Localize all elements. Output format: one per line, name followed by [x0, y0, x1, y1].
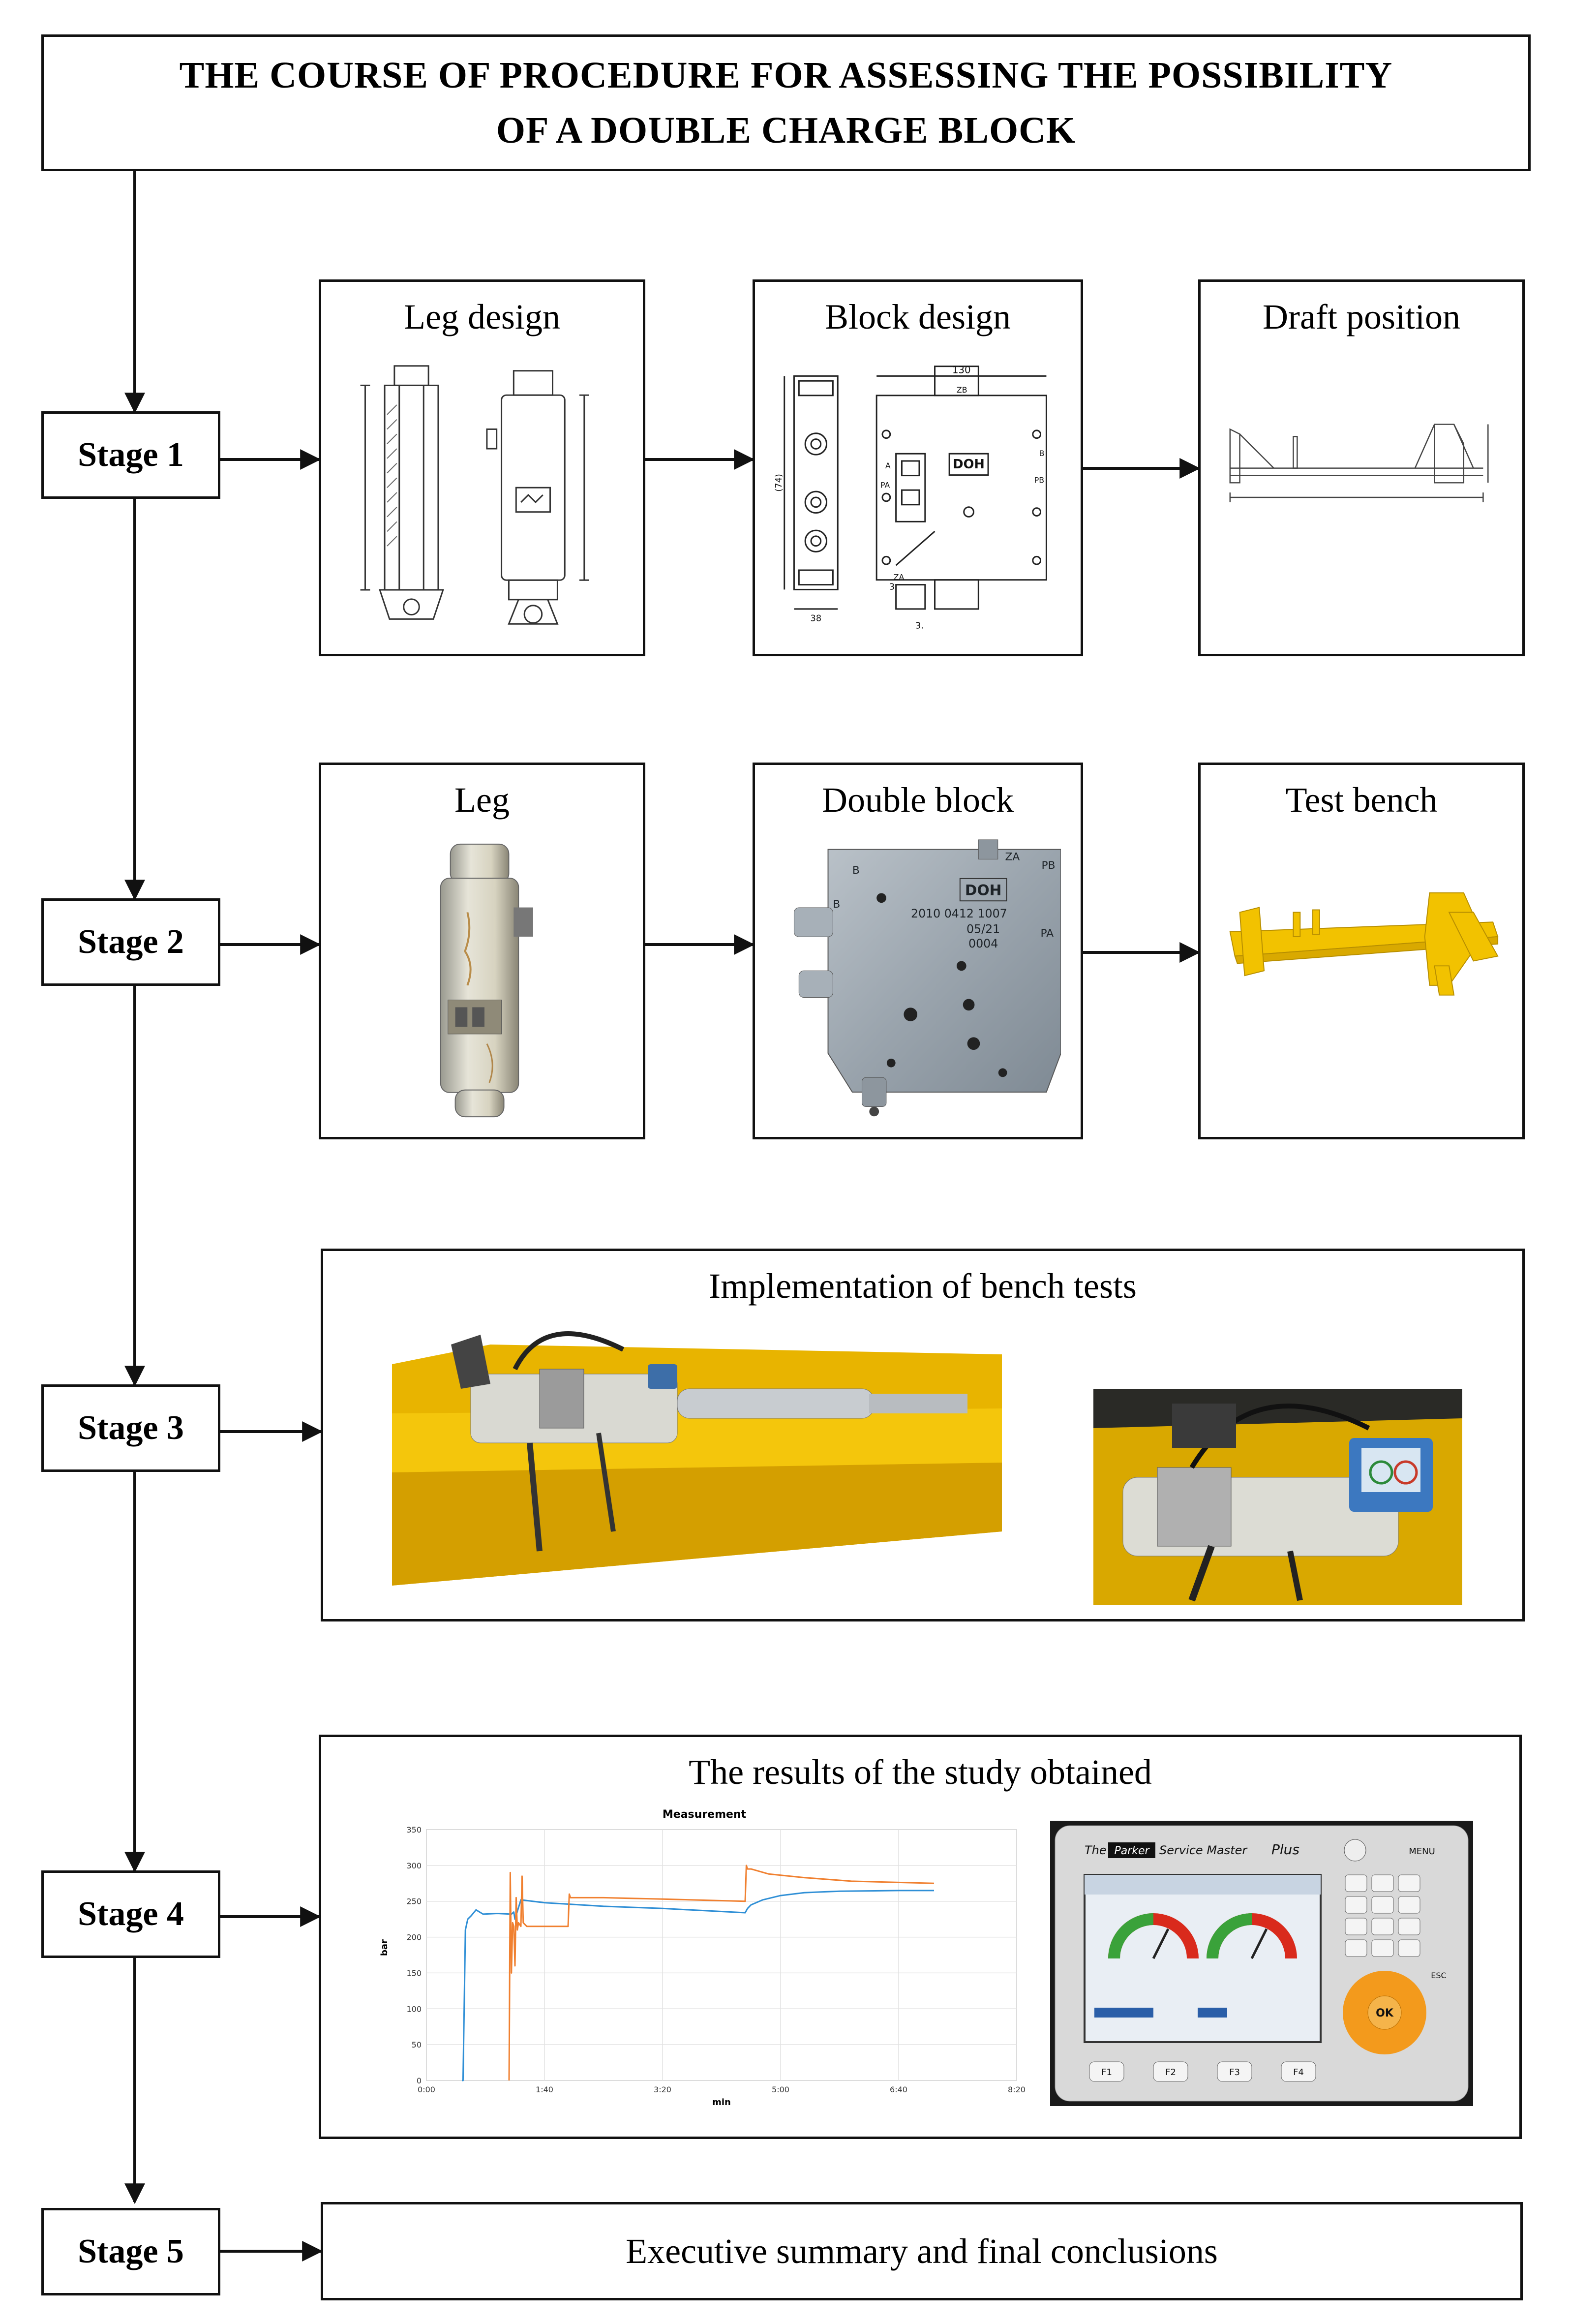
chart-y-tick-label: 0 — [417, 2076, 422, 2085]
block-num-3b: 3. — [915, 621, 924, 631]
device-f4-key: F4 — [1293, 2067, 1304, 2078]
chart-title: Measurement — [663, 1808, 747, 1821]
title-line-2: OF A DOUBLE CHARGE BLOCK — [496, 110, 1076, 151]
device-brand-prefix: The — [1085, 1843, 1107, 1857]
photo-brand: DOH — [965, 882, 1001, 898]
block-port-pb: PB — [1034, 475, 1044, 485]
draft-position-drawing — [1220, 356, 1503, 639]
device-ok-key: OK — [1376, 2007, 1394, 2019]
panel-title-test-bench: Test bench — [1285, 780, 1438, 820]
chart-y-tick-label: 150 — [406, 1968, 422, 1978]
block-port-zb: ZB — [957, 385, 967, 395]
title-box: THE COURSE OF PROCEDURE FOR ASSESSING TH… — [41, 34, 1531, 171]
chart-xlabel: min — [712, 2097, 731, 2108]
device-esc-key: ESC — [1431, 1971, 1446, 1980]
block-port-b: B — [1039, 449, 1045, 458]
chart-x-tick-label: 1:40 — [536, 2085, 553, 2094]
photo-date: 05/21 — [966, 922, 1000, 936]
chart-y-tick-label: 350 — [406, 1825, 422, 1835]
chart-x-tick-label: 5:00 — [772, 2085, 789, 2094]
photo-port-b1: B — [852, 864, 860, 877]
stage-5-box: Stage 5 — [41, 2208, 220, 2295]
chart-x-tick-label: 0:00 — [418, 2085, 435, 2094]
device-f3-key: F3 — [1229, 2067, 1240, 2078]
panel-title-leg: Leg — [454, 780, 510, 820]
panel-title-leg-design: Leg design — [404, 297, 560, 336]
block-brand-label: DOH — [953, 457, 985, 472]
chart-series-line-2 — [508, 1865, 935, 2081]
stage-3-box: Stage 3 — [41, 1384, 220, 1472]
chart-ylabel: bar — [379, 1939, 390, 1956]
block-port-pa: PA — [880, 480, 890, 489]
leg-photo — [341, 839, 623, 1122]
double-block-photo: DOH 2010 0412 1007 05/21 0004 ZA PB PA B… — [775, 839, 1061, 1122]
stage-1-box: Stage 1 — [41, 411, 220, 499]
block-num-3a: 3 — [889, 582, 895, 592]
chart-x-tick-label: 3:20 — [654, 2085, 671, 2094]
panel-summary: Executive summary and final conclusions — [321, 2202, 1523, 2300]
summary-text: Executive summary and final conclusions — [626, 2231, 1218, 2271]
stage-2-box: Stage 2 — [41, 898, 220, 986]
panel-title-draft-position: Draft position — [1263, 297, 1460, 336]
panel-title-results: The results of the study obtained — [689, 1752, 1152, 1792]
photo-code: 0004 — [968, 937, 998, 950]
panel-leg: Leg — [319, 763, 645, 1139]
stage-4-box: Stage 4 — [41, 1870, 220, 1958]
leg-design-drawing — [341, 356, 623, 639]
panel-results: The results of the study obtained Measur… — [319, 1735, 1522, 2139]
panel-title-block-design: Block design — [825, 297, 1011, 336]
device-menu-key: MENU — [1409, 1846, 1435, 1857]
panel-bench-tests: Implementation of bench tests — [321, 1249, 1525, 1621]
device-brand-logo: Parker — [1114, 1845, 1150, 1857]
chart-svg: Measurement min bar 0 50 100 150 200 250 300 35… — [379, 1808, 1026, 2108]
device-f1-key: F1 — [1101, 2067, 1112, 2078]
bench-test-photo-1 — [392, 1325, 1002, 1586]
chart-x-tick-label: 6:40 — [890, 2085, 907, 2094]
panel-leg-design: Leg design — [319, 279, 645, 656]
block-port-a: A — [885, 461, 891, 470]
block-dim-bottom: 38 — [811, 614, 822, 624]
bench-test-photo-2 — [1093, 1389, 1462, 1605]
panel-title-double-block: Double block — [822, 780, 1014, 820]
chart-y-tick-label: 50 — [412, 2040, 422, 2049]
block-dim-side: (74) — [775, 474, 784, 491]
block-dim-top: 130 — [952, 364, 971, 375]
block-design-drawing: 130 (74) 38 DOH A B PA PB ZA ZB 3 3. — [775, 356, 1061, 639]
photo-port-pa: PA — [1041, 927, 1054, 940]
panel-double-block: Double block D — [753, 763, 1083, 1139]
photo-serial: 2010 0412 1007 — [911, 907, 1007, 920]
block-port-za: ZA — [894, 573, 905, 582]
chart-y-tick-label: 100 — [406, 2004, 422, 2014]
measurement-chart: Measurement min bar 0 50 100 150 200 250 300 35… — [377, 1805, 1031, 2111]
chart-y-tick-label: 300 — [406, 1861, 422, 1870]
chart-y-tick-label: 250 — [406, 1897, 422, 1906]
test-bench-photo — [1220, 839, 1503, 1122]
panel-block-design: Block design — [753, 279, 1083, 656]
chart-y-tick-label: 200 — [406, 1933, 422, 1942]
photo-port-pb: PB — [1042, 859, 1056, 872]
service-master-device: The Parker Service Master Plus MENU OK E… — [1050, 1821, 1473, 2106]
panel-draft-position: Draft position — [1198, 279, 1525, 656]
photo-port-za: ZA — [1005, 851, 1020, 863]
chart-series-line-1 — [462, 1890, 934, 2081]
device-brand-name: Service Master — [1159, 1843, 1248, 1857]
title-line-1: THE COURSE OF PROCEDURE FOR ASSESSING TH… — [179, 55, 1393, 96]
device-brand-suffix: Plus — [1271, 1841, 1299, 1858]
photo-port-b2: B — [833, 898, 840, 911]
panel-test-bench: Test bench — [1198, 763, 1525, 1139]
chart-x-tick-label: 8:20 — [1008, 2085, 1026, 2094]
panel-title-bench-tests: Implementation of bench tests — [709, 1266, 1137, 1306]
device-f2-key: F2 — [1165, 2067, 1176, 2078]
